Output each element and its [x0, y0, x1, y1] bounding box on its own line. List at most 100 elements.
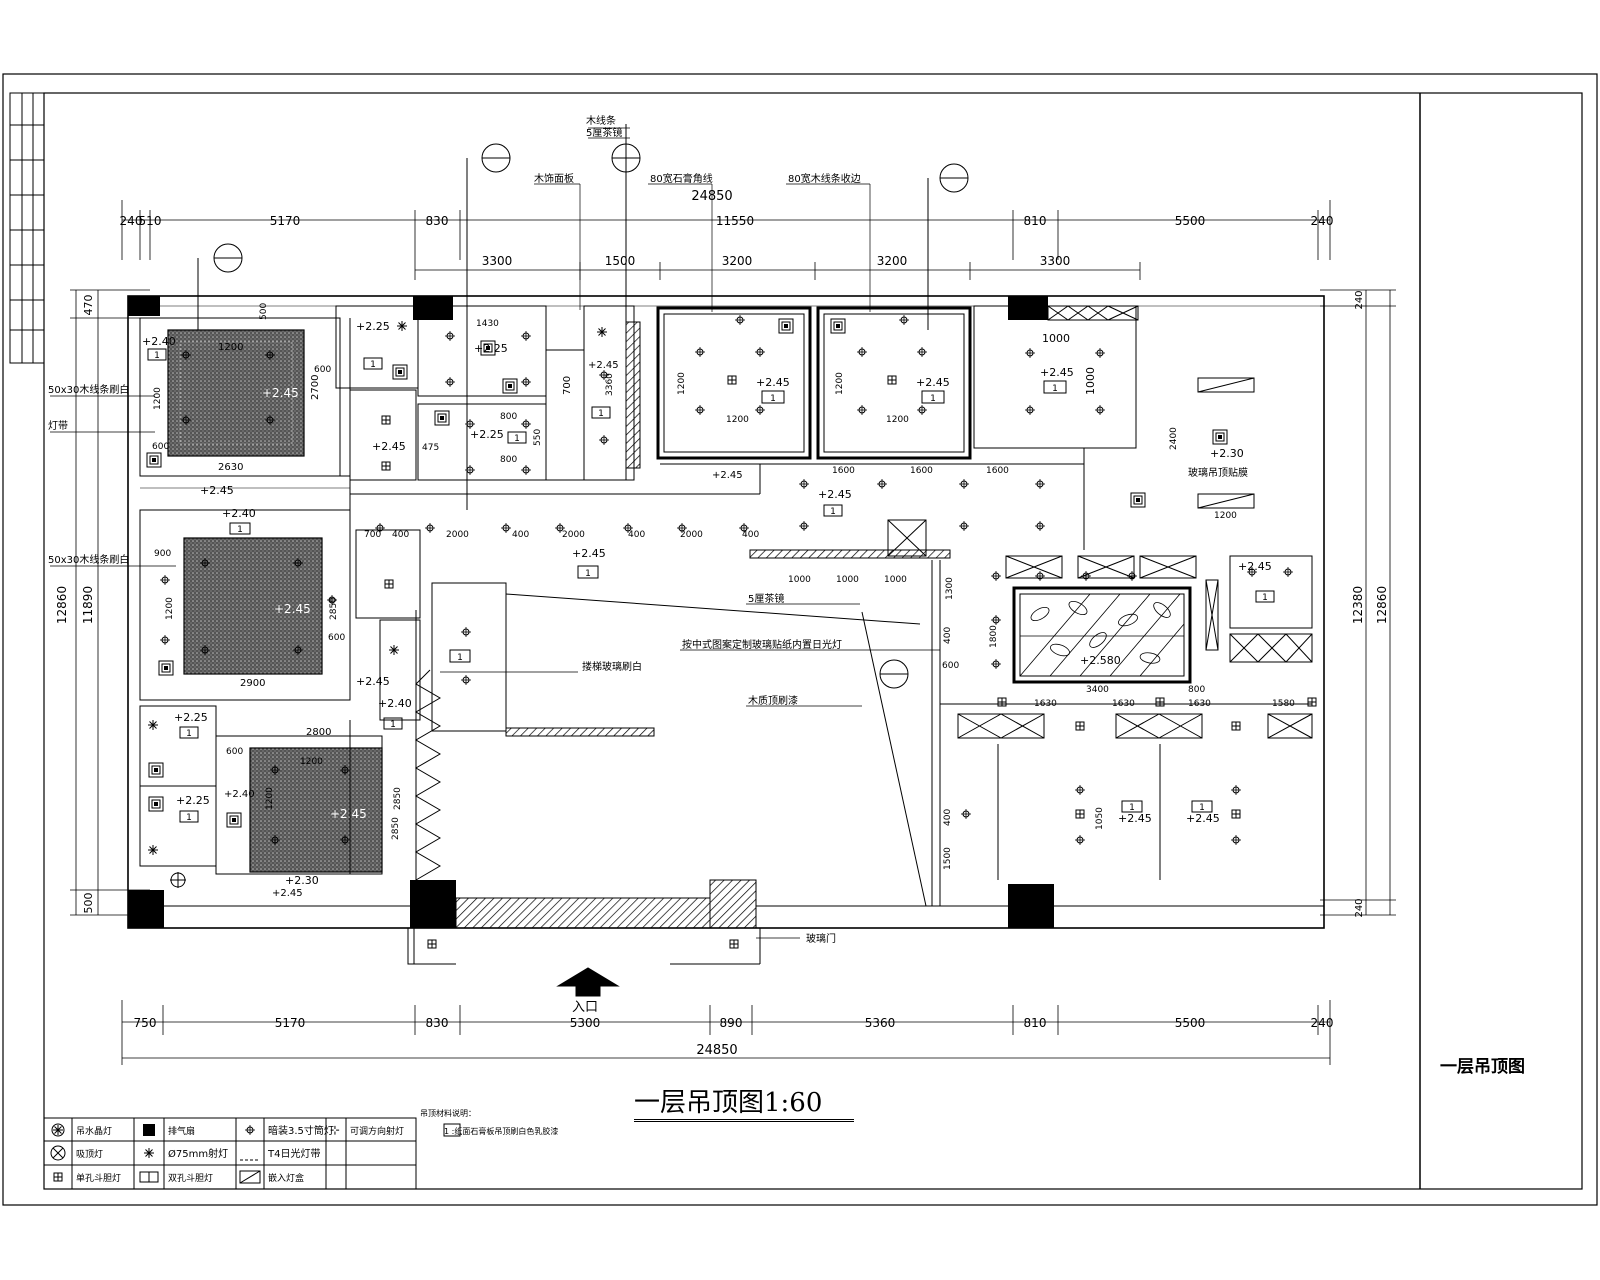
bottom-dim-2: 830 — [426, 1016, 449, 1030]
note-wood-edge: 80宽木线条收边 — [788, 172, 861, 185]
svg-text:550: 550 — [533, 429, 543, 446]
top-sub-3: 3200 — [877, 254, 908, 268]
stair-area — [415, 560, 941, 907]
corridor-height-1: +2.45 — [200, 484, 234, 497]
svg-text:1: 1 — [585, 569, 591, 579]
note-wood-lattice: 木质顶刷漆 — [748, 694, 798, 707]
svg-text:1: 1 — [1262, 593, 1268, 603]
legend-label-1: 排气扇 — [168, 1125, 195, 1137]
legend-box-icon — [239, 1170, 261, 1184]
bottom-dim-1: 5170 — [275, 1016, 306, 1030]
room2-dim-b: 1200 — [165, 597, 175, 620]
top-segment-dims: 240 510 5170 830 11550 810 5500 240 — [120, 214, 1334, 228]
legend-label-4: 吸顶灯 — [76, 1149, 103, 1160]
room1-dim-a: 1200 — [218, 342, 243, 353]
svg-text:1000: 1000 — [1084, 367, 1097, 395]
room3-height-2: +2.25 — [174, 711, 208, 724]
room1-dim-f: 500 — [259, 303, 269, 320]
svg-text:700: 700 — [364, 530, 381, 540]
entry-label: 入口 — [572, 1000, 599, 1015]
hall-ceilings — [656, 305, 1137, 460]
columns — [128, 296, 1054, 928]
svg-text:700: 700 — [562, 376, 573, 395]
top-dim-1: 510 — [139, 214, 162, 228]
svg-text:3360: 3360 — [605, 373, 615, 396]
room1-height-2: +2.40 — [142, 335, 176, 348]
room3-height-3: +2.25 — [176, 794, 210, 807]
top-dim-3: 830 — [426, 214, 449, 228]
drawing-title: 一层吊顶图1:60 — [634, 1088, 823, 1118]
top-dim-2: 5170 — [270, 214, 301, 228]
bottom-dim-8: 240 — [1311, 1016, 1334, 1030]
svg-text:400: 400 — [943, 809, 953, 826]
room-left-1 — [139, 317, 350, 489]
room-left-3 — [139, 705, 383, 888]
title-underline — [634, 1116, 854, 1122]
svg-text:+2.45: +2.45 — [1118, 812, 1152, 825]
top-sub-dims: 3300 1500 3200 3200 3300 — [482, 254, 1071, 268]
legend-chandelier-icon — [52, 1124, 64, 1136]
left-bottom-dim: 500 — [82, 893, 95, 914]
svg-text:+2.45: +2.45 — [818, 488, 852, 501]
room3-height-5: +2.30 — [285, 874, 319, 887]
svg-text:+2.25: +2.25 — [356, 320, 390, 333]
corridor — [350, 463, 1084, 559]
note-gauze: 搂梯玻璃刷白 — [582, 660, 642, 673]
column-s2 — [410, 880, 456, 928]
legend-label-6: T4日光灯带 — [267, 1147, 320, 1160]
note-tube-lamp: 灯带 — [48, 420, 68, 432]
svg-text:2400: 2400 — [1169, 427, 1179, 450]
section-markers — [197, 124, 969, 689]
svg-text:1200: 1200 — [726, 415, 749, 425]
note-1: 1 :纸面石膏板吊顶刷白色乳胶漆 — [444, 1126, 558, 1136]
room1-dim-d: 2700 — [310, 375, 321, 400]
room3-dim-c: 1200 — [265, 787, 275, 810]
svg-text:1: 1 — [770, 394, 776, 404]
room2-dim-e: 2900 — [240, 678, 265, 689]
svg-text:1600: 1600 — [986, 466, 1009, 476]
legend-spot-icon — [143, 1147, 155, 1159]
svg-text:2850: 2850 — [391, 817, 401, 840]
note-wood-left-1: 50x30木线条刷白 — [48, 383, 129, 396]
room3-dim-e: 600 — [226, 747, 243, 757]
note-pattern: 按中式图案定制玻璃贴纸内置日光灯 — [682, 638, 842, 651]
svg-text:1: 1 — [830, 507, 836, 517]
top-sub-4: 3300 — [1040, 254, 1071, 268]
top-dim-4: 11550 — [716, 214, 754, 228]
svg-text:1630: 1630 — [1112, 699, 1135, 709]
legend-downlight-icon — [244, 1124, 256, 1136]
legend-label-7: 单孔斗胆灯 — [76, 1172, 121, 1184]
bar-area — [1005, 555, 1313, 684]
room-right-upper — [1047, 305, 1255, 550]
note-door: 玻璃门 — [806, 932, 836, 945]
column-nw — [128, 296, 160, 316]
svg-text:2000: 2000 — [446, 530, 469, 540]
left-inner-dim: 11890 — [81, 586, 95, 624]
note-mirror-top: 5厘茶镜 — [586, 126, 622, 139]
top-dim-7: 240 — [1311, 214, 1334, 228]
note-wood-left-2: 50x30木线条刷白 — [48, 553, 129, 566]
svg-text:800: 800 — [500, 455, 517, 465]
svg-text:400: 400 — [628, 530, 645, 540]
bottom-wall — [164, 879, 1324, 997]
patterned-glass — [1019, 593, 1185, 677]
room2-height-2: +2.40 — [222, 507, 256, 520]
svg-text:1: 1 — [186, 729, 192, 739]
note-wood-panel: 木饰面板 — [534, 172, 574, 185]
svg-text:1000: 1000 — [836, 575, 859, 585]
svg-text:1: 1 — [930, 394, 936, 404]
column-n2 — [413, 296, 453, 320]
svg-text:800: 800 — [500, 412, 517, 422]
note-gypsum: 80宽石膏角线 — [650, 172, 713, 185]
svg-text:+2.45: +2.45 — [1238, 560, 1272, 573]
right-bottom-dim: 240 — [1354, 898, 1365, 917]
svg-text:1200: 1200 — [1214, 511, 1237, 521]
column-sw — [128, 890, 164, 928]
legend-ceiling-lamp-icon — [50, 1145, 66, 1161]
room3-dim-a: 2800 — [306, 727, 331, 738]
room3-height-4: +2.40 — [224, 789, 255, 800]
right-dimension-lines — [1320, 289, 1396, 916]
svg-text:1000: 1000 — [788, 575, 811, 585]
svg-text:1600: 1600 — [910, 466, 933, 476]
svg-text:+2.45: +2.45 — [712, 470, 743, 481]
